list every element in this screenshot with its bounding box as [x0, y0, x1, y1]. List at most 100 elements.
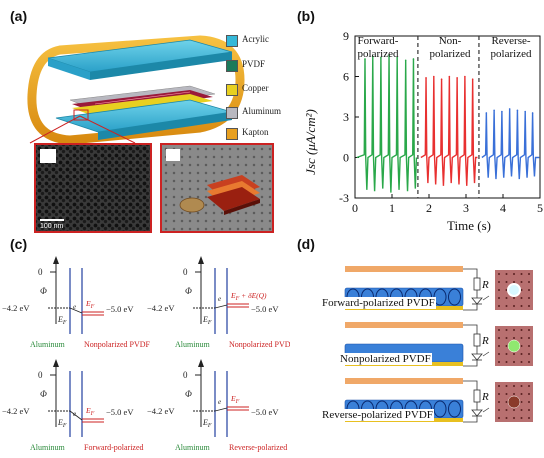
electron-label: e — [218, 398, 221, 406]
board-hole — [498, 409, 500, 411]
top-electrode — [345, 266, 463, 272]
axis-arrow — [53, 359, 59, 367]
board-hole — [498, 281, 500, 283]
board-hole — [520, 393, 523, 395]
board-hole — [528, 297, 530, 299]
board-hole — [505, 345, 508, 347]
x-tick-label: 5 — [537, 201, 543, 215]
board-hole — [528, 409, 530, 411]
board-hole — [528, 305, 530, 307]
board-hole — [520, 361, 523, 363]
zoom-line-right — [79, 115, 136, 144]
legend-pvdf: PVDF — [242, 59, 266, 69]
zero-label: 0 — [183, 370, 188, 380]
row-label-reverse: Reverse-polarized PVDF — [321, 409, 434, 421]
board-hole — [505, 417, 508, 419]
legend-acrylic: Acrylic — [242, 34, 269, 44]
kapton-loop — [27, 35, 245, 145]
emission-arrow — [482, 407, 490, 413]
phi-label: Φ — [185, 286, 192, 296]
dipole — [448, 400, 461, 418]
material-label: Nonpolarized PVDF — [84, 340, 151, 349]
legend-swatch-kapton — [226, 128, 238, 140]
board-hole — [520, 385, 523, 387]
x-tick-label: 1 — [389, 201, 395, 215]
resistor — [473, 277, 481, 291]
board-hole — [513, 353, 515, 355]
x-tick-label: 4 — [500, 201, 506, 215]
axis-arrow — [198, 359, 204, 367]
led-symbol — [471, 409, 483, 417]
zoom-line-left — [29, 115, 81, 144]
board-hole — [505, 401, 508, 403]
axis-arrow — [53, 256, 59, 264]
level-label: −4.2 eV — [147, 303, 175, 313]
emission-arrow — [482, 295, 490, 301]
right-level-label: −5.0 eV — [106, 407, 134, 417]
y-tick-label: 6 — [343, 70, 349, 84]
y-tick-label: -3 — [339, 191, 349, 205]
resistor — [473, 333, 481, 347]
wire-top — [463, 380, 478, 390]
series-1-peak — [433, 75, 435, 78]
device-stack — [179, 175, 260, 215]
pvdf-ef-label: EF — [85, 299, 95, 310]
series-2-peak — [531, 112, 534, 114]
board-hole — [513, 329, 515, 331]
pvdf-ef-label: EF + δE(Q) — [230, 291, 267, 302]
pvdf-ef-label: EF — [85, 406, 95, 417]
row-label-forward: Forward-polarized PVDF — [321, 297, 436, 309]
board-hole — [505, 281, 508, 283]
series-0-peak — [364, 58, 366, 60]
ef-label: EF — [57, 418, 67, 429]
board-hole — [528, 361, 530, 363]
zoom-box — [73, 109, 89, 121]
series-1-peak — [440, 78, 443, 80]
board-hole — [498, 417, 500, 419]
right-level-label: −5.0 eV — [251, 304, 279, 314]
y-axis-label: Jsc (μA/cm²) — [303, 109, 318, 175]
board-hole — [528, 337, 530, 339]
series-0-peak — [412, 58, 415, 60]
legend-swatch-acrylic — [226, 35, 238, 47]
legend-kapton: Kapton — [242, 127, 269, 137]
board-hole — [520, 305, 523, 307]
resistor-label: R — [481, 335, 489, 347]
board-hole — [498, 345, 500, 347]
transfer-arrow — [69, 410, 83, 421]
series-1-line — [420, 76, 478, 186]
series-2-peak — [493, 109, 495, 112]
transfer-arrow — [214, 407, 228, 412]
board-hole — [498, 385, 500, 387]
aluminum-label: Aluminum — [175, 340, 210, 349]
board-hole — [513, 337, 515, 339]
board-hole — [528, 401, 530, 403]
legend-copper: Copper — [242, 83, 269, 93]
top-electrode — [345, 322, 463, 328]
board-hole — [505, 385, 508, 387]
board-hole — [520, 273, 523, 275]
board-hole — [513, 385, 515, 387]
series-0-peak — [388, 54, 390, 56]
series-1-peak — [448, 75, 451, 78]
region-label-non: Non-polarized — [430, 35, 471, 60]
sem-inset-marker — [40, 149, 56, 163]
electron-label: e — [73, 303, 76, 311]
board-hole — [505, 289, 508, 291]
board-hole — [513, 281, 515, 283]
dipole — [448, 288, 461, 306]
top-electrode — [345, 378, 463, 384]
board-hole — [498, 329, 500, 331]
region-label-forward: Forward-polarized — [358, 35, 399, 60]
scale-bar — [40, 219, 64, 221]
led-glow — [507, 339, 521, 353]
board-hole — [520, 337, 523, 339]
panel-label-b: (b) — [297, 8, 315, 24]
scale-bar-label: 100 nm — [40, 223, 64, 230]
